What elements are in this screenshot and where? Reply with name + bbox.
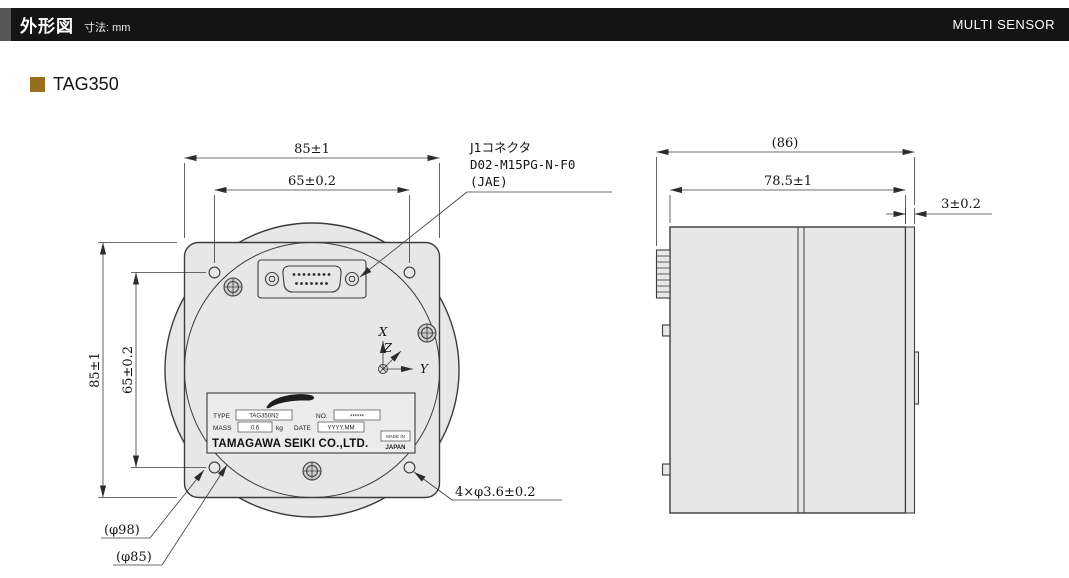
mounting-hole [403, 461, 416, 474]
nameplate-company: TAMAGAWA SEIKI CO.,LTD. [212, 438, 368, 450]
side-connector-profile [655, 249, 671, 299]
dim-front-width-outer: 85±1 [184, 142, 440, 238]
axis-indicator: X Y Z [378, 325, 429, 376]
header-title: 外形図 [20, 17, 74, 36]
svg-text:(φ85): (φ85) [116, 550, 152, 565]
connector-pins [292, 273, 331, 285]
section-bullet-icon [30, 77, 45, 92]
jackscrew-right [344, 271, 360, 287]
mounting-hole [208, 266, 221, 279]
axis-origin-icon [378, 364, 388, 374]
svg-text:4×φ3.6±0.2: 4×φ3.6±0.2 [455, 485, 536, 500]
side-view: (86) 78.5±1 3±0.2 [655, 136, 992, 514]
front-view: X Y Z TYPE TAG350N2 NO. ****** MASS 0.6 … [88, 140, 612, 566]
dim-side-body-length: 78.5±1 [669, 174, 906, 223]
svg-text:65±0.2: 65±0.2 [288, 174, 336, 189]
svg-text:65±0.2: 65±0.2 [121, 346, 136, 394]
header-accent-block [0, 8, 11, 41]
connector-shell [282, 265, 342, 293]
nameplate-no-value: ****** [350, 414, 365, 420]
nameplate-no-label: NO. [316, 413, 328, 420]
dim-side-overall: (86) [656, 136, 915, 246]
nameplate-type-label: TYPE [213, 413, 231, 420]
connector-callout-line3: (JAE) [470, 174, 508, 189]
mounting-holes [208, 266, 416, 474]
dim-front-height-inner: 65±0.2 [121, 272, 206, 468]
callout-connector: J1コネクタ D02-M15PG-N-F0 (JAE) [359, 140, 612, 278]
dim-front-height-outer: 85±1 [88, 242, 177, 498]
side-screw-head [661, 324, 671, 337]
callout-dia-outer: (φ98) [101, 469, 205, 539]
connector-callout-line2: D02-M15PG-N-F0 [470, 157, 575, 172]
cover-screw [417, 323, 437, 343]
model-title: TAG350 [53, 74, 119, 94]
nameplate-made-in: MADE IN [386, 434, 405, 439]
dim-front-width-inner: 65±0.2 [214, 174, 410, 263]
side-body [669, 226, 907, 514]
svg-text:(φ98): (φ98) [104, 523, 140, 538]
axis-x-label: X [378, 325, 388, 339]
nameplate: TYPE TAG350N2 NO. ****** MASS 0.6 kg DAT… [206, 392, 416, 454]
nameplate-date-label: DATE [294, 425, 312, 432]
jackscrew-left [264, 271, 280, 287]
dsub-connector [257, 259, 367, 299]
nameplate-mass-label: MASS [213, 425, 232, 432]
svg-text:3±0.2: 3±0.2 [941, 197, 981, 212]
axis-y-label: Y [420, 362, 429, 376]
header-product-category: MULTI SENSOR [952, 17, 1055, 32]
nameplate-outline [206, 392, 416, 454]
svg-text:85±1: 85±1 [294, 142, 330, 157]
cover-screw [223, 277, 243, 297]
section-heading: TAG350 [30, 74, 119, 95]
callout-dia-inner: (φ85) [113, 464, 228, 566]
nameplate-date-value: YYYY.MM [328, 426, 355, 432]
mounting-hole [208, 461, 221, 474]
svg-text:(86): (86) [772, 136, 799, 151]
mounting-hole [403, 266, 416, 279]
side-rear-plate [904, 226, 916, 514]
page-header: 外形図 寸法: mm MULTI SENSOR [0, 8, 1069, 41]
nameplate-mass-unit: kg [276, 425, 283, 432]
side-rear-step [913, 351, 920, 405]
side-screw-head [661, 463, 671, 476]
axis-z-label: Z [383, 341, 393, 355]
callout-mounting-holes: 4×φ3.6±0.2 [413, 471, 562, 501]
connector-callout-line1: J1コネクタ [469, 140, 531, 155]
dim-side-plate-thickness: 3±0.2 [886, 197, 992, 224]
housing-circle-85 [184, 242, 440, 498]
svg-text:85±1: 85±1 [88, 352, 103, 388]
nameplate-mass-value: 0.6 [251, 426, 260, 432]
cover-screw [302, 461, 322, 481]
svg-text:78.5±1: 78.5±1 [764, 174, 812, 189]
header-units-note: 寸法: mm [84, 22, 131, 34]
nameplate-country: JAPAN [386, 445, 406, 451]
tamagawa-logo [266, 394, 315, 409]
nameplate-type-value: TAG350N2 [249, 414, 279, 420]
